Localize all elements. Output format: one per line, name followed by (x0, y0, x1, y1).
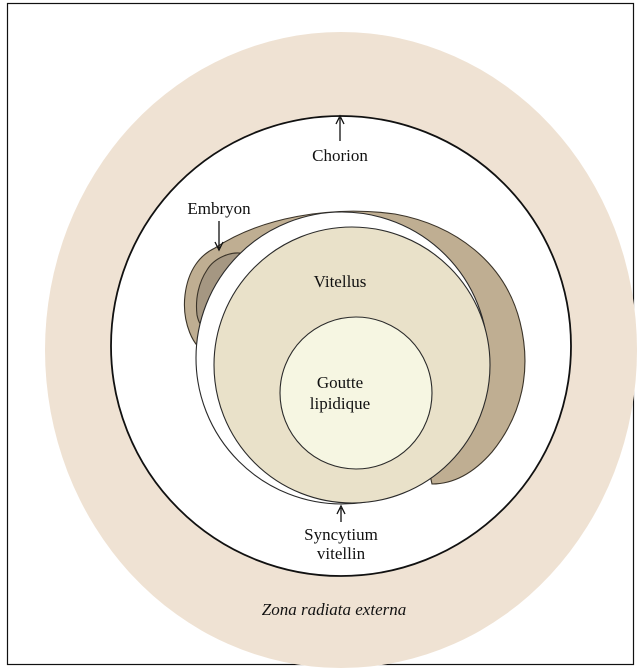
syncytium-arrow (336, 504, 346, 522)
embryon-label: Embryon (187, 199, 251, 218)
lipid-droplet (279, 316, 433, 470)
goutte-label-line2: lipidique (310, 394, 370, 413)
zona-radiata-label: Zona radiata externa (262, 600, 407, 619)
syncytium-label-line1: Syncytium (304, 525, 378, 544)
goutte-label-line1: Goutte (317, 373, 363, 392)
vitellus-label: Vitellus (314, 272, 367, 291)
chorion-arrow (335, 114, 345, 141)
syncytium-label-line2: vitellin (317, 544, 366, 563)
embryon-arrow (214, 221, 224, 252)
chorion-label: Chorion (312, 146, 368, 165)
